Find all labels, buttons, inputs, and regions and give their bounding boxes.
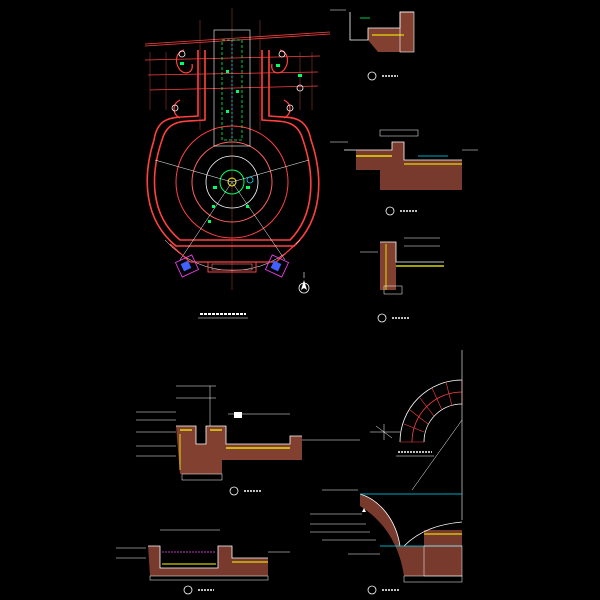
node-4-detail: [116, 529, 290, 595]
node-3-detail: [360, 237, 444, 323]
north-arrow-icon: [298, 272, 310, 294]
node-1-detail: [330, 9, 415, 81]
node-1-section: [330, 9, 415, 53]
plan-title-block: [198, 313, 248, 319]
fountain-plan-view: [144, 8, 331, 319]
stair-plan-arcs: [370, 350, 463, 520]
plan-entrance-steps: [169, 243, 297, 278]
circled-number-icon: [367, 71, 377, 81]
node-2-section: [330, 129, 478, 190]
plan-grid-lines: [149, 8, 313, 290]
plan-ring-markers: [171, 50, 304, 184]
plan-road-lines: [144, 31, 331, 91]
plan-water-channel: [213, 29, 251, 147]
node-5-detail: [136, 385, 360, 496]
node-2-label: [385, 206, 418, 216]
node-6-section: [310, 489, 463, 583]
node-5-section: [136, 385, 360, 481]
circled-number-icon: [367, 585, 377, 595]
node-3-section: [360, 237, 444, 295]
node-3-label: [377, 313, 410, 323]
node-6-label: [367, 585, 400, 595]
stair-plan-view: [370, 350, 463, 520]
node-4-section: [116, 529, 290, 581]
stair-plan-label: [396, 451, 434, 457]
circled-number-icon: [183, 585, 193, 595]
circled-number-icon: [229, 486, 239, 496]
node-2-detail: [330, 129, 478, 216]
node-5-label: [229, 486, 262, 496]
node-1-label: [367, 71, 398, 81]
plan-green-markers: [180, 62, 302, 223]
node-4-label: [183, 585, 214, 595]
circled-number-icon: [385, 206, 395, 216]
circled-number-icon: [377, 313, 387, 323]
plan-vase-outline: [146, 50, 320, 247]
node-6-detail: [310, 489, 463, 595]
